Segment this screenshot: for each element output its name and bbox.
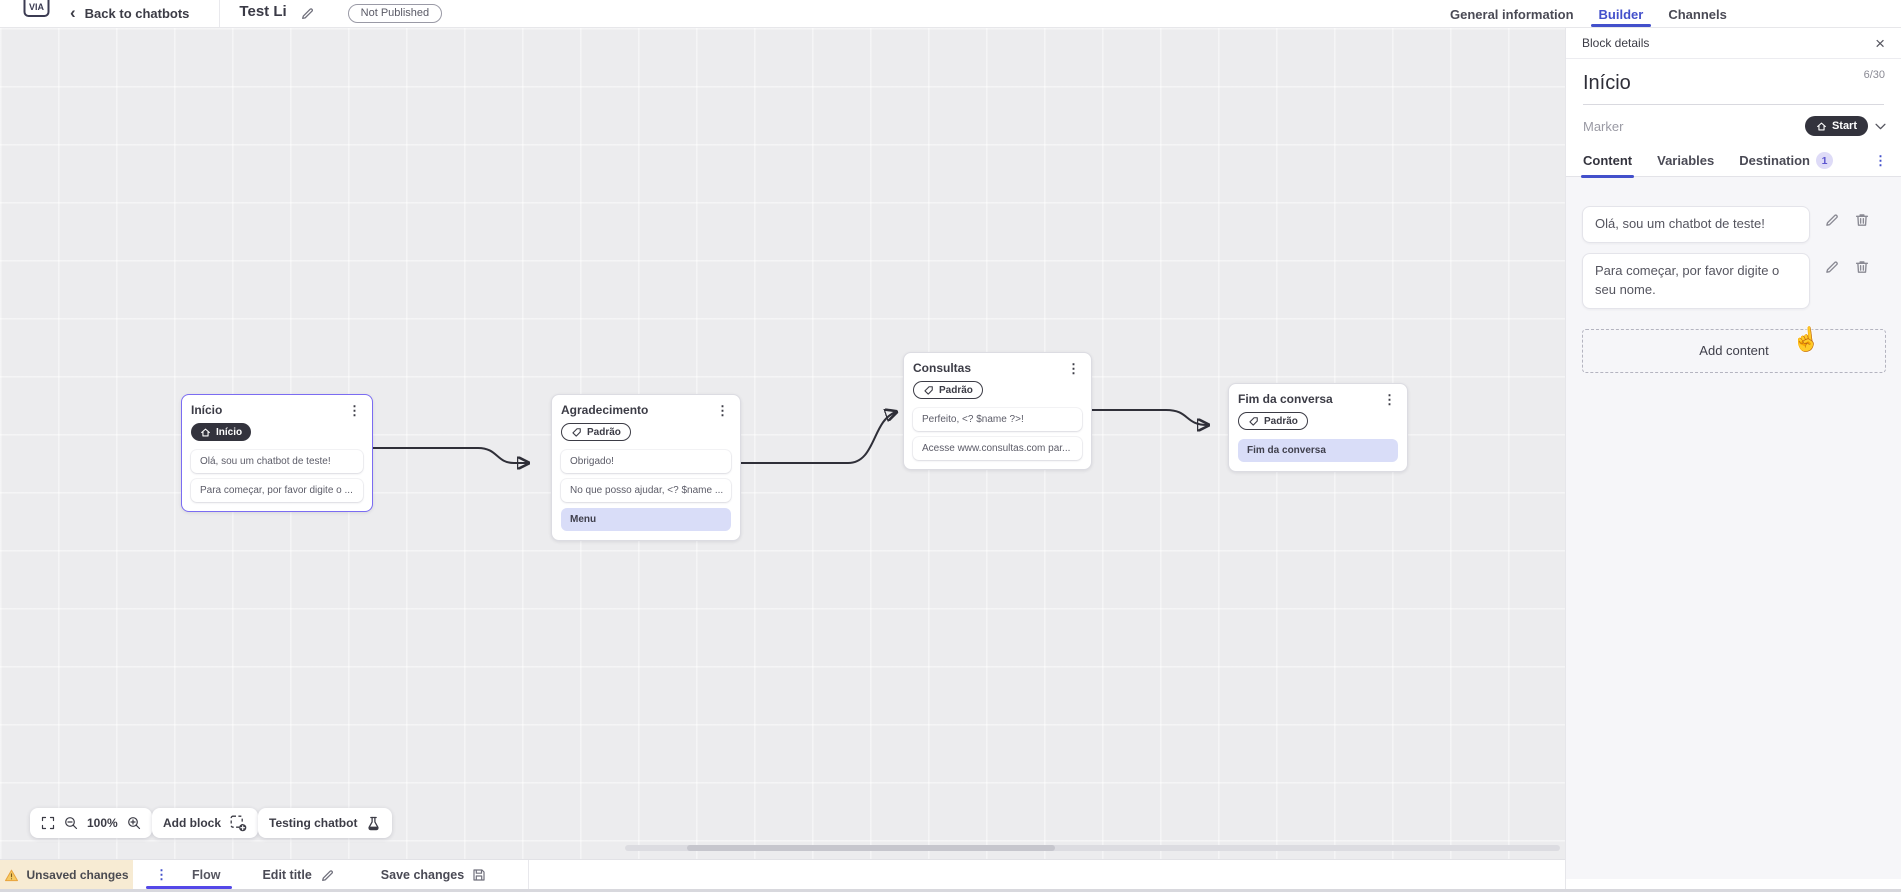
panel-tabs-menu-icon[interactable]: ⋮ <box>1874 152 1887 168</box>
content-item-row: Para começar, por favor digite o seu nom… <box>1582 252 1885 309</box>
panel-footer <box>1566 879 1901 892</box>
chevron-left-icon: ‹ <box>70 3 76 22</box>
wire-inicio-agradecimento <box>373 447 528 463</box>
tab-builder[interactable]: Builder <box>1590 0 1652 27</box>
node-content-item[interactable]: No que posso ajudar, <? $name ... <box>561 479 731 502</box>
status-badge: Not Published <box>347 4 443 23</box>
chatbot-title: Test Li <box>239 3 287 20</box>
app-bottom-border <box>0 889 1901 892</box>
tab-channels[interactable]: Channels <box>1668 6 1727 22</box>
topbar: VIA ‹ Back to chatbots Test Li Not Publi… <box>0 0 1901 28</box>
testing-chatbot-button[interactable]: Testing chatbot <box>258 808 393 838</box>
flow-node-agradecimento[interactable]: Agradecimento ⋮ Padrão Obrigado! No que … <box>551 394 741 541</box>
unsaved-changes-badge: Unsaved changes <box>0 860 133 890</box>
builder-nav-tabs: General information Builder Channels <box>1450 0 1727 27</box>
edit-content-icon[interactable] <box>1824 212 1840 228</box>
warning-icon <box>5 869 19 881</box>
testing-chatbot-label: Testing chatbot <box>269 816 358 830</box>
node-menu-icon[interactable]: ⋮ <box>348 402 361 418</box>
tab-general-information[interactable]: General information <box>1450 6 1574 22</box>
node-title: Início <box>191 403 223 417</box>
tab-flow[interactable]: Flow <box>192 868 221 882</box>
content-text-field[interactable]: Para começar, por favor digite o seu nom… <box>1582 252 1810 309</box>
flow-node-fim-da-conversa[interactable]: Fim da conversa ⋮ Padrão Fim da conversa <box>1228 383 1408 472</box>
panel-title: Block details <box>1582 36 1650 50</box>
save-changes-button[interactable]: Save changes <box>381 868 486 882</box>
pencil-icon <box>320 868 335 883</box>
node-menu-button-item[interactable]: Menu <box>561 508 731 531</box>
tab-content[interactable]: Content <box>1580 145 1635 178</box>
node-menu-icon[interactable]: ⋮ <box>716 402 729 418</box>
add-block-label: Add block <box>163 816 222 830</box>
name-underline <box>1583 104 1884 105</box>
zoom-out-icon[interactable] <box>64 816 78 830</box>
back-label: Back to chatbots <box>84 6 190 21</box>
node-content-item[interactable]: Perfeito, <? $name ?>! <box>913 408 1082 431</box>
home-icon <box>1817 122 1826 131</box>
flow-canvas[interactable]: Início ⋮ Início Olá, sou um chatbot de t… <box>0 28 1565 859</box>
content-item-row: Olá, sou um chatbot de teste! <box>1582 206 1885 243</box>
panel-content-body: Olá, sou um chatbot de teste! Para começ… <box>1566 177 1901 879</box>
node-content-item[interactable]: Para começar, por favor digite o ... <box>191 479 363 502</box>
zoom-in-icon[interactable] <box>127 816 141 830</box>
fit-screen-icon[interactable] <box>41 816 55 830</box>
node-content-item[interactable]: Acesse www.consultas.com par... <box>913 437 1082 460</box>
edit-title-button[interactable]: Edit title <box>262 868 334 883</box>
default-marker-badge: Padrão <box>1238 412 1308 430</box>
flow-tab-underline <box>146 886 232 889</box>
chevron-down-icon[interactable] <box>1875 123 1886 130</box>
panel-header: Block details × <box>1566 28 1901 59</box>
canvas-horizontal-scrollbar[interactable] <box>625 845 1560 851</box>
close-icon[interactable]: × <box>1875 33 1885 53</box>
node-content-item[interactable]: Olá, sou um chatbot de teste! <box>191 450 363 473</box>
scrollbar-thumb[interactable] <box>687 845 1055 851</box>
node-content-item[interactable]: Obrigado! <box>561 450 731 473</box>
flow-node-consultas[interactable]: Consultas ⋮ Padrão Perfeito, <? $name ?>… <box>903 352 1092 470</box>
char-counter: 6/30 <box>1863 69 1885 81</box>
save-icon <box>472 868 486 882</box>
add-block-button[interactable]: Add block <box>152 808 259 838</box>
back-to-chatbots-link[interactable]: ‹ Back to chatbots <box>70 3 190 22</box>
app-logo-icon: VIA <box>23 0 50 24</box>
edit-chatbot-title-icon[interactable] <box>300 6 315 21</box>
delete-content-icon[interactable] <box>1854 212 1870 228</box>
edit-content-icon[interactable] <box>1824 259 1840 275</box>
panel-tabs: Content Variables Destination 1 ⋮ <box>1566 145 1901 178</box>
add-content-button[interactable]: Add content <box>1582 328 1886 373</box>
marker-label: Marker <box>1583 118 1624 134</box>
node-end-item[interactable]: Fim da conversa <box>1238 439 1398 462</box>
default-marker-badge: Padrão <box>561 423 631 441</box>
destination-count-badge: 1 <box>1816 152 1834 169</box>
topbar-divider <box>219 0 221 27</box>
flow-node-inicio[interactable]: Início ⋮ Início Olá, sou um chatbot de t… <box>181 394 373 512</box>
tab-destination[interactable]: Destination 1 <box>1739 145 1834 177</box>
node-menu-icon[interactable]: ⋮ <box>1383 391 1396 407</box>
marker-row: Marker Start <box>1566 105 1901 145</box>
flask-icon <box>366 816 381 831</box>
node-title: Consultas <box>913 361 972 375</box>
flow-menu-icon[interactable]: ⋮ <box>155 867 168 882</box>
wire-agradecimento-consultas <box>741 412 896 464</box>
svg-text:VIA: VIA <box>29 2 45 12</box>
bottombar: Unsaved changes ⋮ Flow Edit title Save c… <box>0 859 1565 890</box>
node-menu-icon[interactable]: ⋮ <box>1067 360 1080 376</box>
default-marker-badge: Padrão <box>913 381 983 399</box>
wire-consultas-fim <box>1092 409 1208 425</box>
tab-variables[interactable]: Variables <box>1657 153 1715 168</box>
content-text-field[interactable]: Olá, sou um chatbot de teste! <box>1582 206 1810 243</box>
bottombar-divider <box>528 860 530 890</box>
zoom-controls: 100% <box>30 808 152 838</box>
node-title: Agradecimento <box>561 403 649 417</box>
marker-start-pill[interactable]: Start <box>1804 116 1868 136</box>
block-name-field[interactable]: Início 6/30 <box>1566 59 1901 95</box>
add-block-icon <box>230 815 247 832</box>
block-details-panel: Block details × Início 6/30 Marker Start… <box>1565 28 1901 892</box>
node-title: Fim da conversa <box>1238 392 1333 406</box>
zoom-level: 100% <box>87 816 118 830</box>
delete-content-icon[interactable] <box>1854 259 1870 275</box>
start-marker-badge: Início <box>191 423 252 441</box>
block-name-value[interactable]: Início <box>1583 72 1631 94</box>
